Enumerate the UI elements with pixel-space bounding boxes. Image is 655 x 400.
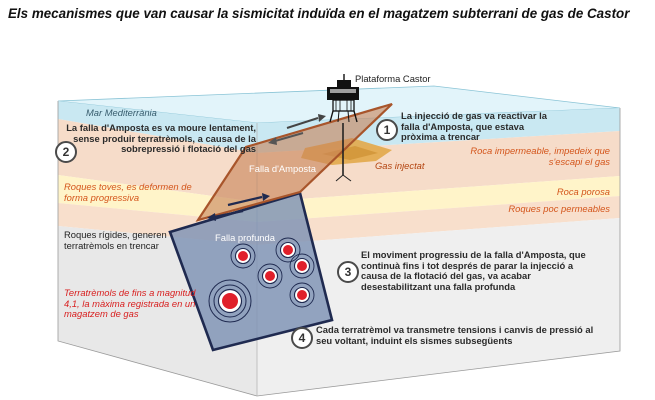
layer-low-permeable-right <box>257 196 620 245</box>
layer-impermeable-front <box>58 119 257 202</box>
step-2-text: La falla d'Amposta es va moure lentament… <box>66 122 256 155</box>
porous-label: Roca porosa <box>556 186 610 197</box>
low-permeable-label: Roques poc permeables <box>508 203 610 214</box>
step-3-badge: 3 <box>337 261 359 283</box>
quake-1 <box>230 243 256 269</box>
amposta-fault-label: Falla d'Amposta <box>249 163 316 174</box>
slip-arrow-lower <box>207 193 270 221</box>
quake-2 <box>275 237 301 263</box>
deep-fault-label: Falla profunda <box>215 232 275 243</box>
slip-arrow-upper <box>268 114 326 145</box>
quake-3 <box>289 253 315 279</box>
gas-injected-label: Gas injectat <box>375 160 425 171</box>
step-4-badge: 4 <box>291 327 313 349</box>
sea-label: Mar Mediterrània <box>86 107 157 118</box>
castor-platform-icon <box>327 74 359 182</box>
soft-rocks-label: Roques toves, es deformen de forma progr… <box>64 181 192 203</box>
rigid-rocks-label: Roques rígides, generen terratrèmols en … <box>64 229 167 251</box>
diagram-title: Els mecanismes que van causar la sismici… <box>8 6 630 21</box>
step-1-badge: 1 <box>376 119 398 141</box>
quake-main <box>208 279 252 323</box>
step-1-text: La injecció de gas va reactivar la falla… <box>401 110 547 143</box>
quake-5 <box>289 282 315 308</box>
layer-sea <box>58 101 257 153</box>
platform-label: Plataforma Castor <box>355 73 431 84</box>
quakes-label: Terratrèmols de fins a magnitud 4,1, la … <box>64 287 196 320</box>
deep-fault-plane <box>168 191 334 352</box>
quake-4 <box>257 263 283 289</box>
step-2-badge: 2 <box>55 141 77 163</box>
step-3-text: El moviment progressiu de la falla d'Amp… <box>361 249 586 292</box>
impermeable-label: Roca impermeable, impedeix que s'escapi … <box>470 145 610 167</box>
layer-porous-right <box>257 176 620 222</box>
step-4-text: Cada terratrèmol va transmetre tensions … <box>316 324 594 346</box>
